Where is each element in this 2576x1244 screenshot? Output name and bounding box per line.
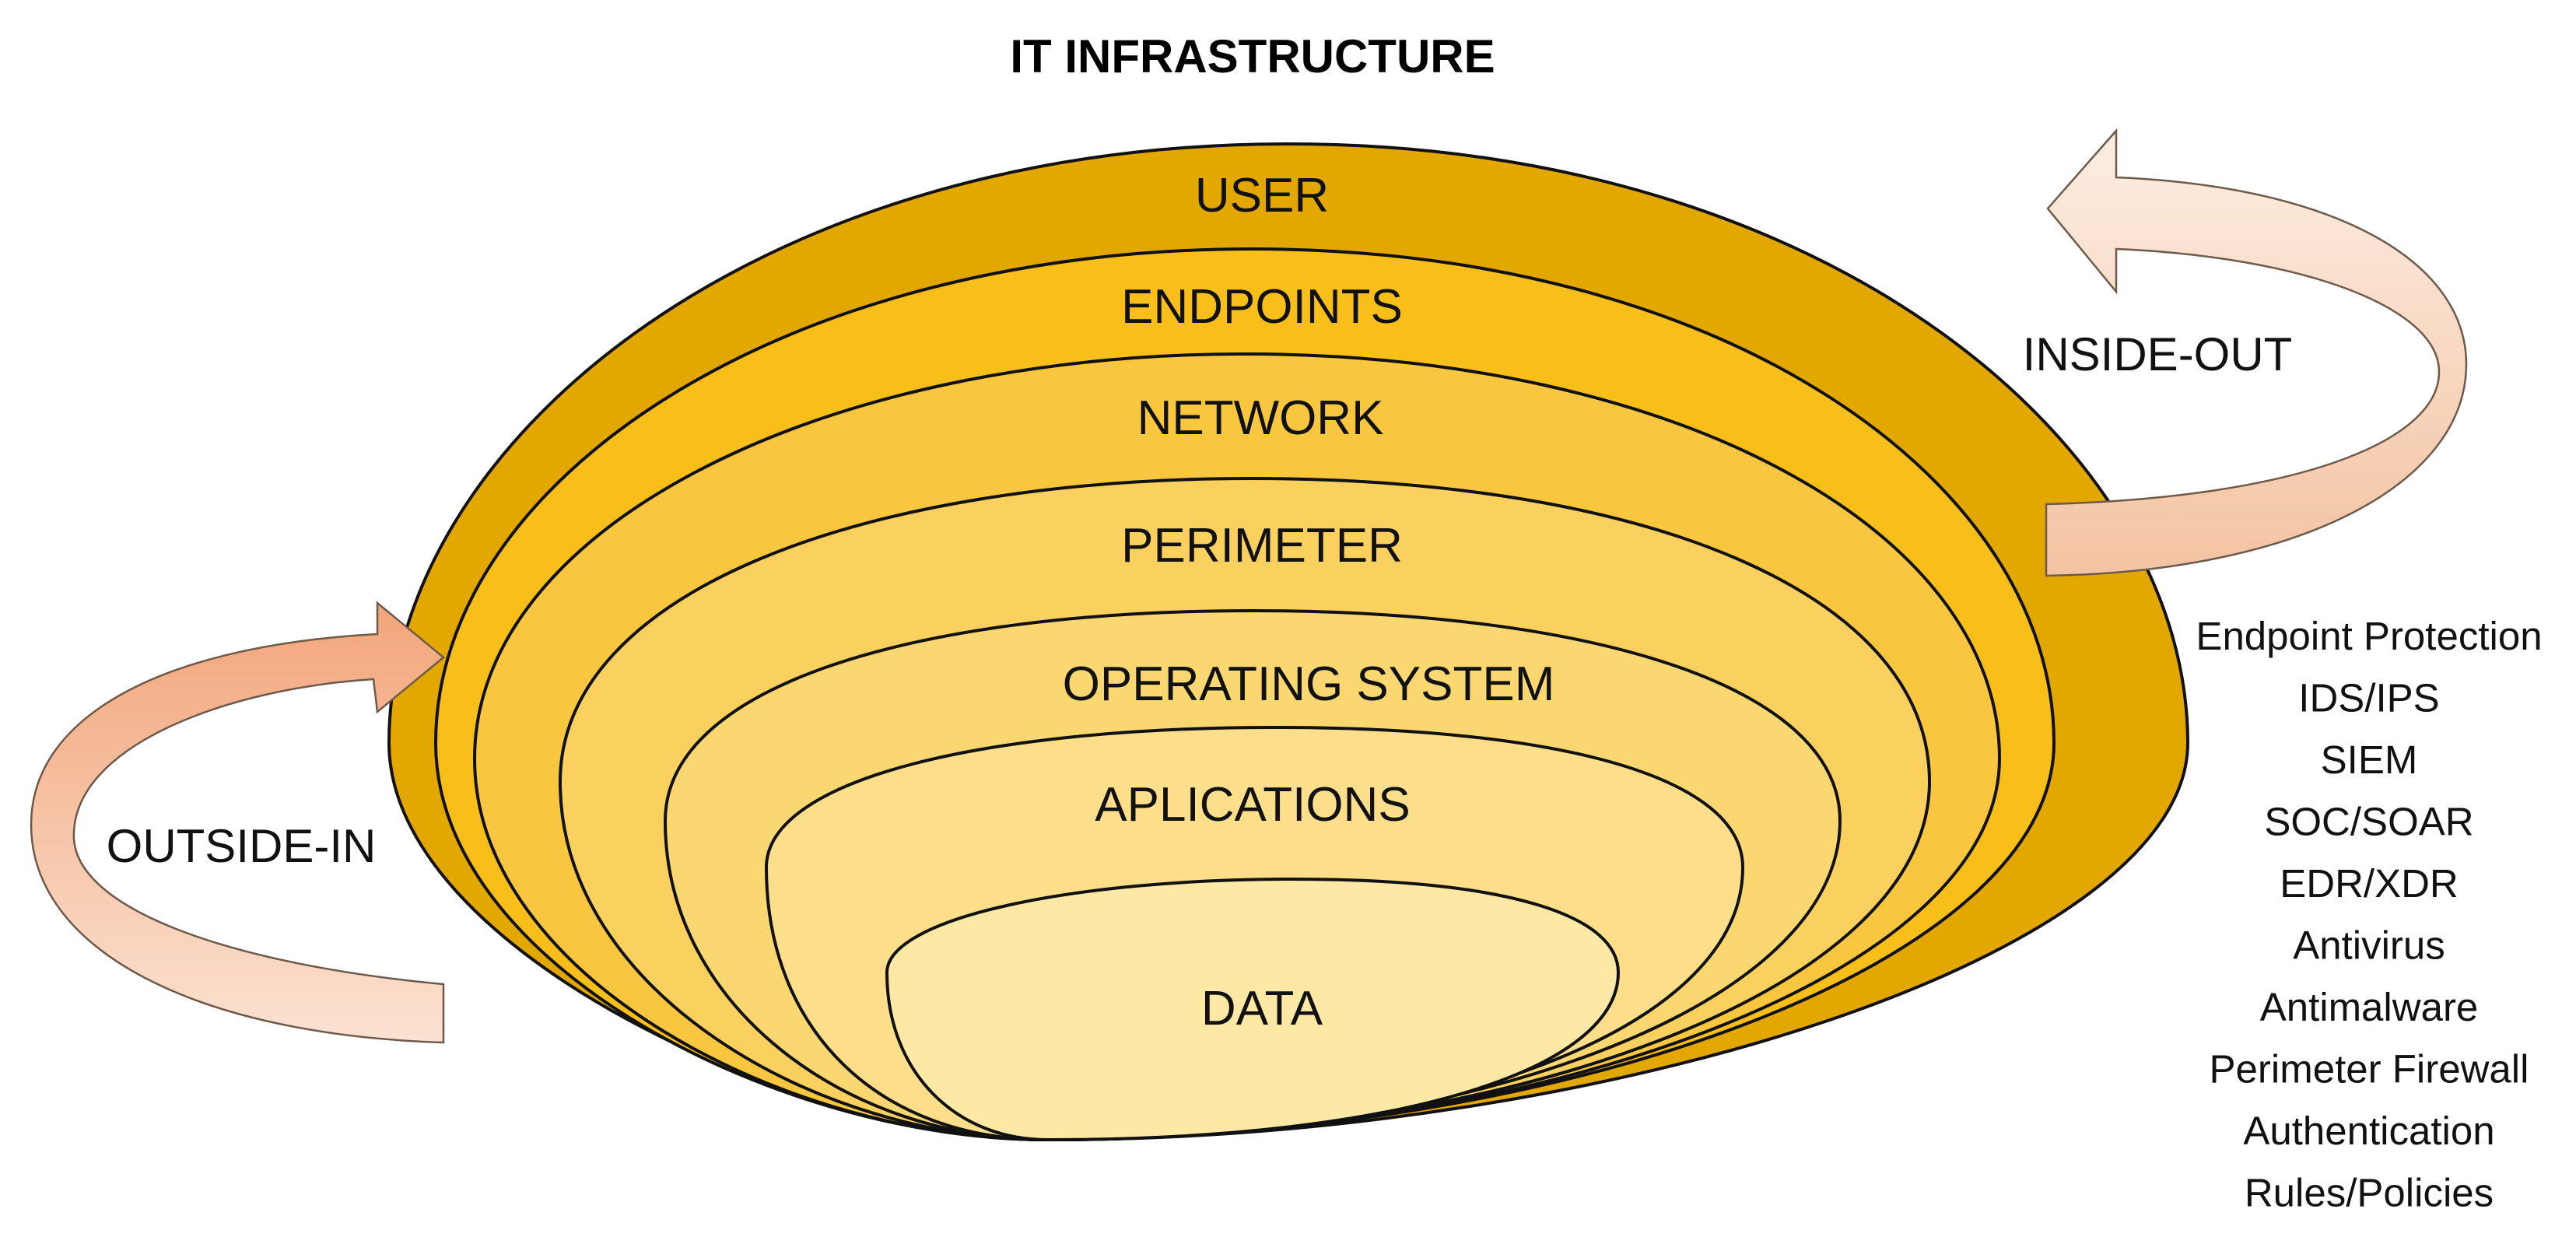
layer-label-operating-system: OPERATING SYSTEM (1063, 657, 1555, 711)
layer-label-perimeter: PERIMETER (1121, 519, 1403, 573)
diagram-title: IT INFRASTRUCTURE (1010, 30, 1495, 82)
layer-stack (387, 142, 2190, 1142)
outside-in-arrow-icon (30, 601, 445, 1044)
layer-data (885, 877, 1621, 1142)
tool-item: Endpoint Protection (2196, 614, 2542, 658)
inside-out-label: INSIDE-OUT (2023, 328, 2293, 380)
layer-label-endpoints: ENDPOINTS (1121, 280, 1403, 334)
tool-item: SIEM (2321, 738, 2418, 782)
tool-item: IDS/IPS (2298, 676, 2439, 720)
layer-label-network: NETWORK (1137, 391, 1384, 445)
tool-item: EDR/XDR (2280, 861, 2459, 906)
tool-item: Antimalware (2260, 985, 2479, 1029)
inside-out-arrow-icon (2045, 128, 2468, 577)
layer-label-data: DATA (1201, 982, 1323, 1035)
tool-item: Authentication (2243, 1109, 2494, 1153)
tool-item: Perimeter Firewall (2210, 1047, 2529, 1092)
outside-in-label: OUTSIDE-IN (107, 820, 377, 872)
layer-label-user: USER (1195, 169, 1329, 223)
tool-item: Rules/Policies (2245, 1171, 2494, 1215)
tool-item: SOC/SOAR (2264, 800, 2473, 844)
layer-label-aplications: APLICATIONS (1095, 778, 1410, 832)
tool-item: Antivirus (2293, 923, 2445, 968)
